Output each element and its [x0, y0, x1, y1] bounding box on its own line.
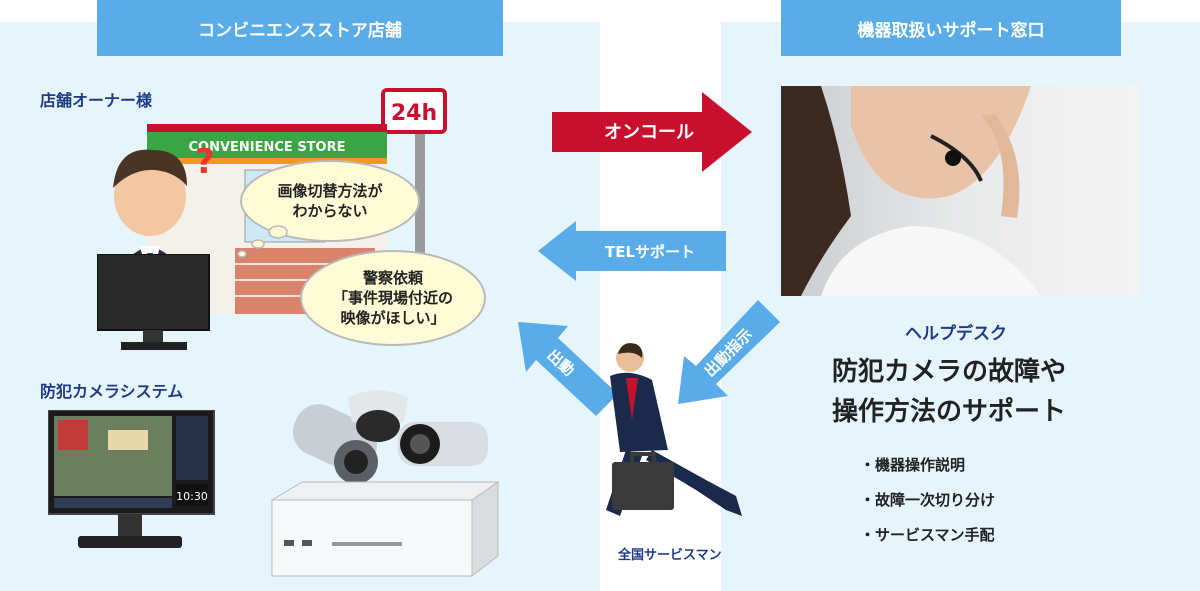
video-recorder [270, 481, 500, 578]
support-title-line2: 操作方法のサポート [832, 397, 1067, 427]
owner-label: 店舗オーナー様 [40, 91, 153, 110]
security-cameras [292, 390, 488, 484]
bubble-police-request: 警察依頼 「事件現場付近の 映像がほしい」 [300, 250, 486, 346]
camera-monitor: 10:30 [48, 410, 215, 548]
sign-24h-board [381, 88, 447, 134]
oncall-label: オンコール [604, 122, 694, 143]
bullet-item: ・機器操作説明 [860, 456, 966, 474]
oncall-arrow [552, 92, 752, 172]
bullet-item: ・故障一次切り分け [860, 491, 996, 509]
owner-monitor [97, 254, 210, 350]
bubble-image-switch: 画像切替方法が わからない [240, 160, 420, 242]
sign-pole [415, 128, 425, 328]
serviceman-label: 全国サービスマン [618, 548, 722, 563]
support-title-line1: 防犯カメラの故障や [832, 357, 1067, 387]
store-sign-text: CONVENIENCE STORE [188, 140, 345, 155]
bullet-item: ・サービスマン手配 [860, 526, 995, 544]
bullet-camera-right [398, 422, 488, 466]
support-bullet-list: ・機器操作説明 ・故障一次切り分け ・サービスマン手配 [860, 448, 995, 553]
store-header: コンビニエンスストア店舗 [97, 0, 503, 56]
dispatch-arrow [518, 322, 618, 416]
thought-dots [237, 225, 288, 258]
tel-support-label: TELサポート [604, 243, 696, 261]
briefcase [612, 462, 674, 510]
operator-photo [781, 86, 1141, 296]
dome-camera [348, 390, 408, 442]
support-title: 防犯カメラの故障や 操作方法のサポート [832, 352, 1066, 432]
camera-system-label: 防犯カメラシステム [40, 382, 184, 401]
question-mark: ? [195, 142, 215, 182]
serviceman-illustration [606, 343, 742, 516]
tel-support-arrow [538, 221, 726, 281]
owner-face [114, 156, 186, 236]
monitor-time: 10:30 [176, 490, 208, 503]
dispatch-order-arrow [678, 300, 780, 404]
helpdesk-label: ヘルプデスク [905, 324, 1007, 344]
sign-24h-text: 24h [391, 101, 437, 126]
support-header: 機器取扱いサポート窓口 [781, 0, 1121, 56]
